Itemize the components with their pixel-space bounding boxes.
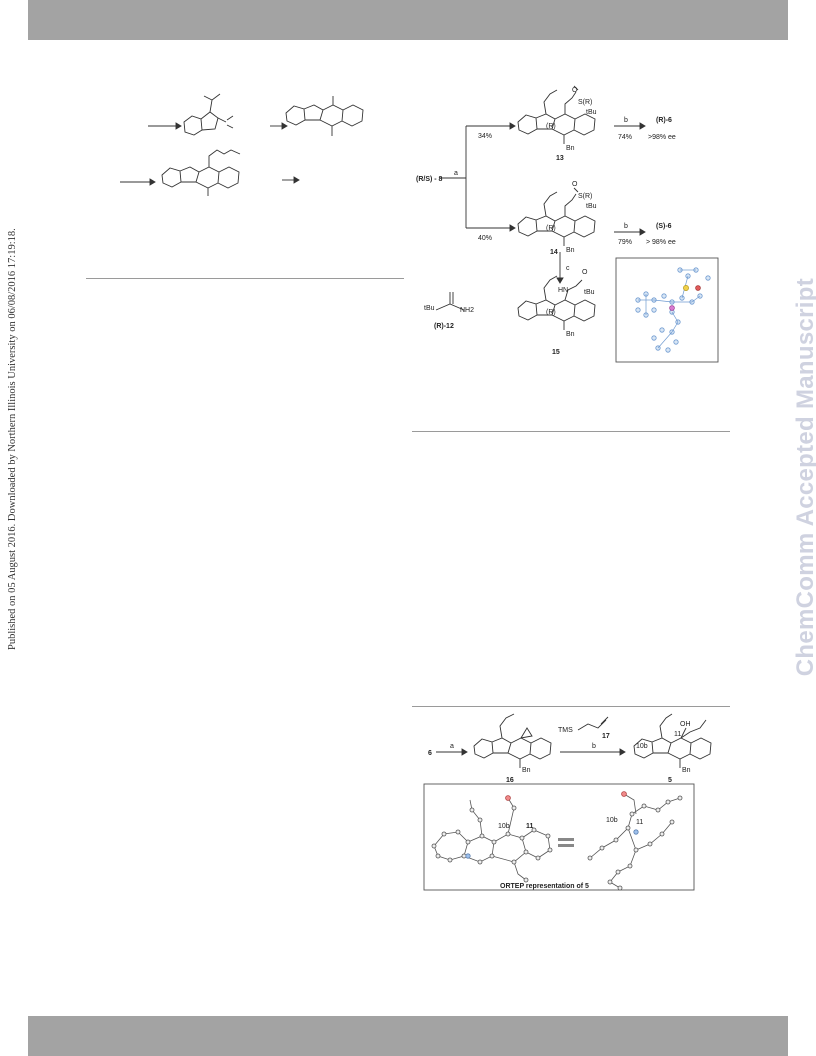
sulfinyl-tbu-15: tBu — [584, 289, 595, 296]
stereo-label-13: (R) — [546, 123, 556, 130]
ortep-left-11: 11 — [526, 823, 534, 830]
step-b-bottom: b — [592, 743, 596, 750]
scheme-divider-left — [86, 278, 404, 279]
ortep-left-10b: 10b — [498, 823, 510, 830]
scheme-resolution-drawing: (R/S) - 8 a 34% 40% 13 14 15 b 74% (R)-6… — [416, 85, 719, 363]
accepted-manuscript-watermark: ChemComm Accepted Manuscript — [792, 278, 816, 677]
lower-yield: 40% — [478, 235, 492, 242]
lower-final-product: (S)-6 — [656, 223, 672, 230]
scheme-left-drawing — [120, 93, 364, 196]
compound-16-label: 16 — [506, 777, 514, 784]
step-b-upper-label: b — [624, 117, 628, 124]
reagent-17-label: 17 — [602, 733, 610, 740]
ortep-drawing — [431, 791, 683, 891]
n-benzyl-16: Bn — [522, 767, 531, 774]
scheme-divider-right-lower — [412, 706, 730, 707]
n-benzyl-15: Bn — [566, 331, 575, 338]
xray-structure — [635, 267, 711, 353]
n-benzyl-5: Bn — [682, 767, 691, 774]
stereo-label-15: (R) — [546, 309, 556, 316]
ortep-right-10b: 10b — [606, 817, 618, 824]
compound-5-label: 5 — [668, 777, 672, 784]
step-a-label: a — [454, 170, 458, 177]
n-benzyl-13: Bn — [566, 145, 575, 152]
stereo-label-14: (R) — [546, 225, 556, 232]
n-benzyl-14: Bn — [566, 247, 575, 254]
sulfinyl-14: S(R) — [578, 193, 592, 200]
lower-final-yield: 79% — [618, 239, 632, 246]
compound-13-label: 13 — [556, 155, 564, 162]
auxiliary-tbu: tBu — [424, 305, 435, 312]
sulfinyl-tbu-14: tBu — [586, 203, 597, 210]
scheme-allylation: 6 a 16 Bn b TMS 17 OH 10b 11 5 Bn 10b 11… — [410, 710, 730, 896]
ortep-right-11: 11 — [636, 819, 643, 826]
compound-14-label: 14 — [550, 249, 558, 256]
position-10b-label: 10b — [636, 743, 648, 750]
scheme-allylation-drawing: 6 a 16 Bn b TMS 17 OH 10b 11 5 Bn 10b 11… — [423, 713, 712, 891]
scheme-divider-right-upper — [412, 431, 730, 432]
sulfinyl-o-15: O — [582, 269, 588, 276]
amine-15: HN — [558, 287, 568, 294]
equivalence-sign — [558, 838, 574, 847]
scheme-resolution: (R/S) - 8 a 34% 40% 13 14 15 b 74% (R)-6… — [410, 82, 730, 392]
compound-15-label: 15 — [552, 349, 560, 356]
auxiliary-nh2: NH2 — [460, 307, 474, 314]
lower-final-ee: > 98% ee — [646, 239, 676, 246]
sulfinyl-o-13: O — [572, 87, 578, 94]
upper-yield: 34% — [478, 133, 492, 140]
download-notice: Published on 05 August 2016. Downloaded … — [7, 228, 18, 650]
journal-header-band — [28, 0, 788, 40]
position-11-label: 11 — [674, 731, 681, 738]
reagent-tms: TMS — [558, 727, 573, 734]
hydroxyl-label: OH — [680, 721, 691, 728]
start-compound-6: 6 — [428, 750, 432, 757]
start-material-label: (R/S) - 8 — [416, 176, 443, 183]
sulfinyl-o-14: O — [572, 181, 578, 188]
step-a-bottom: a — [450, 743, 454, 750]
upper-final-ee: >98% ee — [648, 134, 676, 141]
journal-footer-band — [28, 1016, 788, 1056]
sulfinyl-tbu-13: tBu — [586, 109, 597, 116]
ortep-caption: ORTEP representation of 5 — [500, 883, 589, 890]
step-c-label: c — [566, 265, 570, 272]
step-b-lower-label: b — [624, 223, 628, 230]
scheme-left-fragment — [100, 80, 400, 220]
upper-final-product: (R)-6 — [656, 117, 672, 124]
auxiliary-label: (R)-12 — [434, 323, 454, 330]
sulfinyl-13: S(R) — [578, 99, 592, 106]
upper-final-yield: 74% — [618, 134, 632, 141]
